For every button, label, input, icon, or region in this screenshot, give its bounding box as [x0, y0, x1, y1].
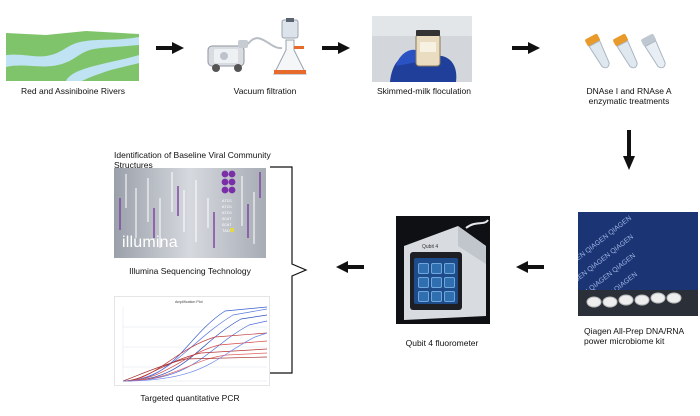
qubit-screen-button [431, 277, 442, 288]
qubit-screen-button [418, 291, 429, 302]
arrow-left-icon [336, 261, 364, 273]
identification-heading: Identification of Baseline Viral Communi… [114, 150, 271, 170]
qiagen-kit-photo: QIAGEN QIAGEN QIAGEN QIAGEN QIAGEN QIAGE… [578, 212, 698, 316]
arrow-down-icon [623, 130, 635, 170]
qubit-screen-button [431, 291, 442, 302]
qubit-fluorometer-photo: Qubit 4 [396, 216, 490, 324]
arrow-right-icon [156, 42, 184, 54]
vacuum-filtration-illustration [202, 18, 312, 82]
amplification-title-text: Amplification Plot [175, 300, 203, 304]
svg-text:ATCG: ATCG [222, 212, 232, 216]
arrow-right-icon [322, 42, 350, 54]
enzyme-tubes-photo [580, 22, 678, 80]
arrow-right-icon [512, 42, 540, 54]
qubit-screen-button [431, 263, 442, 274]
qubit-logo-text: Qubit 4 [422, 244, 438, 250]
qiagen-label: Qiagen All-Prep DNA/RNA power microbiome… [584, 326, 684, 346]
qubit-screen-button [418, 277, 429, 288]
svg-text:GCAT: GCAT [222, 224, 232, 228]
illumina-tech-label: Illumina Sequencing Technology [129, 266, 251, 276]
svg-text:ATCG: ATCG [222, 200, 232, 204]
qubit-screen-button [444, 277, 455, 288]
vacuum-label: Vacuum filtration [233, 86, 297, 96]
rivers-illustration [6, 25, 139, 81]
bracket-brace [270, 166, 308, 374]
svg-text:GCAT: GCAT [222, 218, 232, 222]
svg-text:ATCG: ATCG [222, 206, 232, 210]
qpcr-label: Targeted quantitative PCR [140, 393, 240, 403]
skim-label: Skimmed-milk floculation [377, 86, 471, 96]
qubit-screen-button [444, 263, 455, 274]
rivers-label: Red and Assiniboine Rivers [21, 86, 125, 96]
svg-text:TACG: TACG [222, 230, 232, 234]
qubit-screen-button [444, 291, 455, 302]
qubit-label: Qubit 4 fluorometer [405, 338, 479, 348]
amplification-plot-image: Amplification Plot [114, 296, 270, 386]
illumina-logo-text: illumina [122, 234, 178, 251]
arrow-left-icon [516, 261, 544, 273]
dnase-label: DNAse I and RNAse A enzymatic treatments [586, 86, 672, 106]
skimmed-milk-photo [372, 16, 472, 82]
qubit-screen-button [418, 263, 429, 274]
illumina-sequencing-image: ATCG ATCG ATCG GCAT GCAT TACG illumina [114, 168, 266, 258]
